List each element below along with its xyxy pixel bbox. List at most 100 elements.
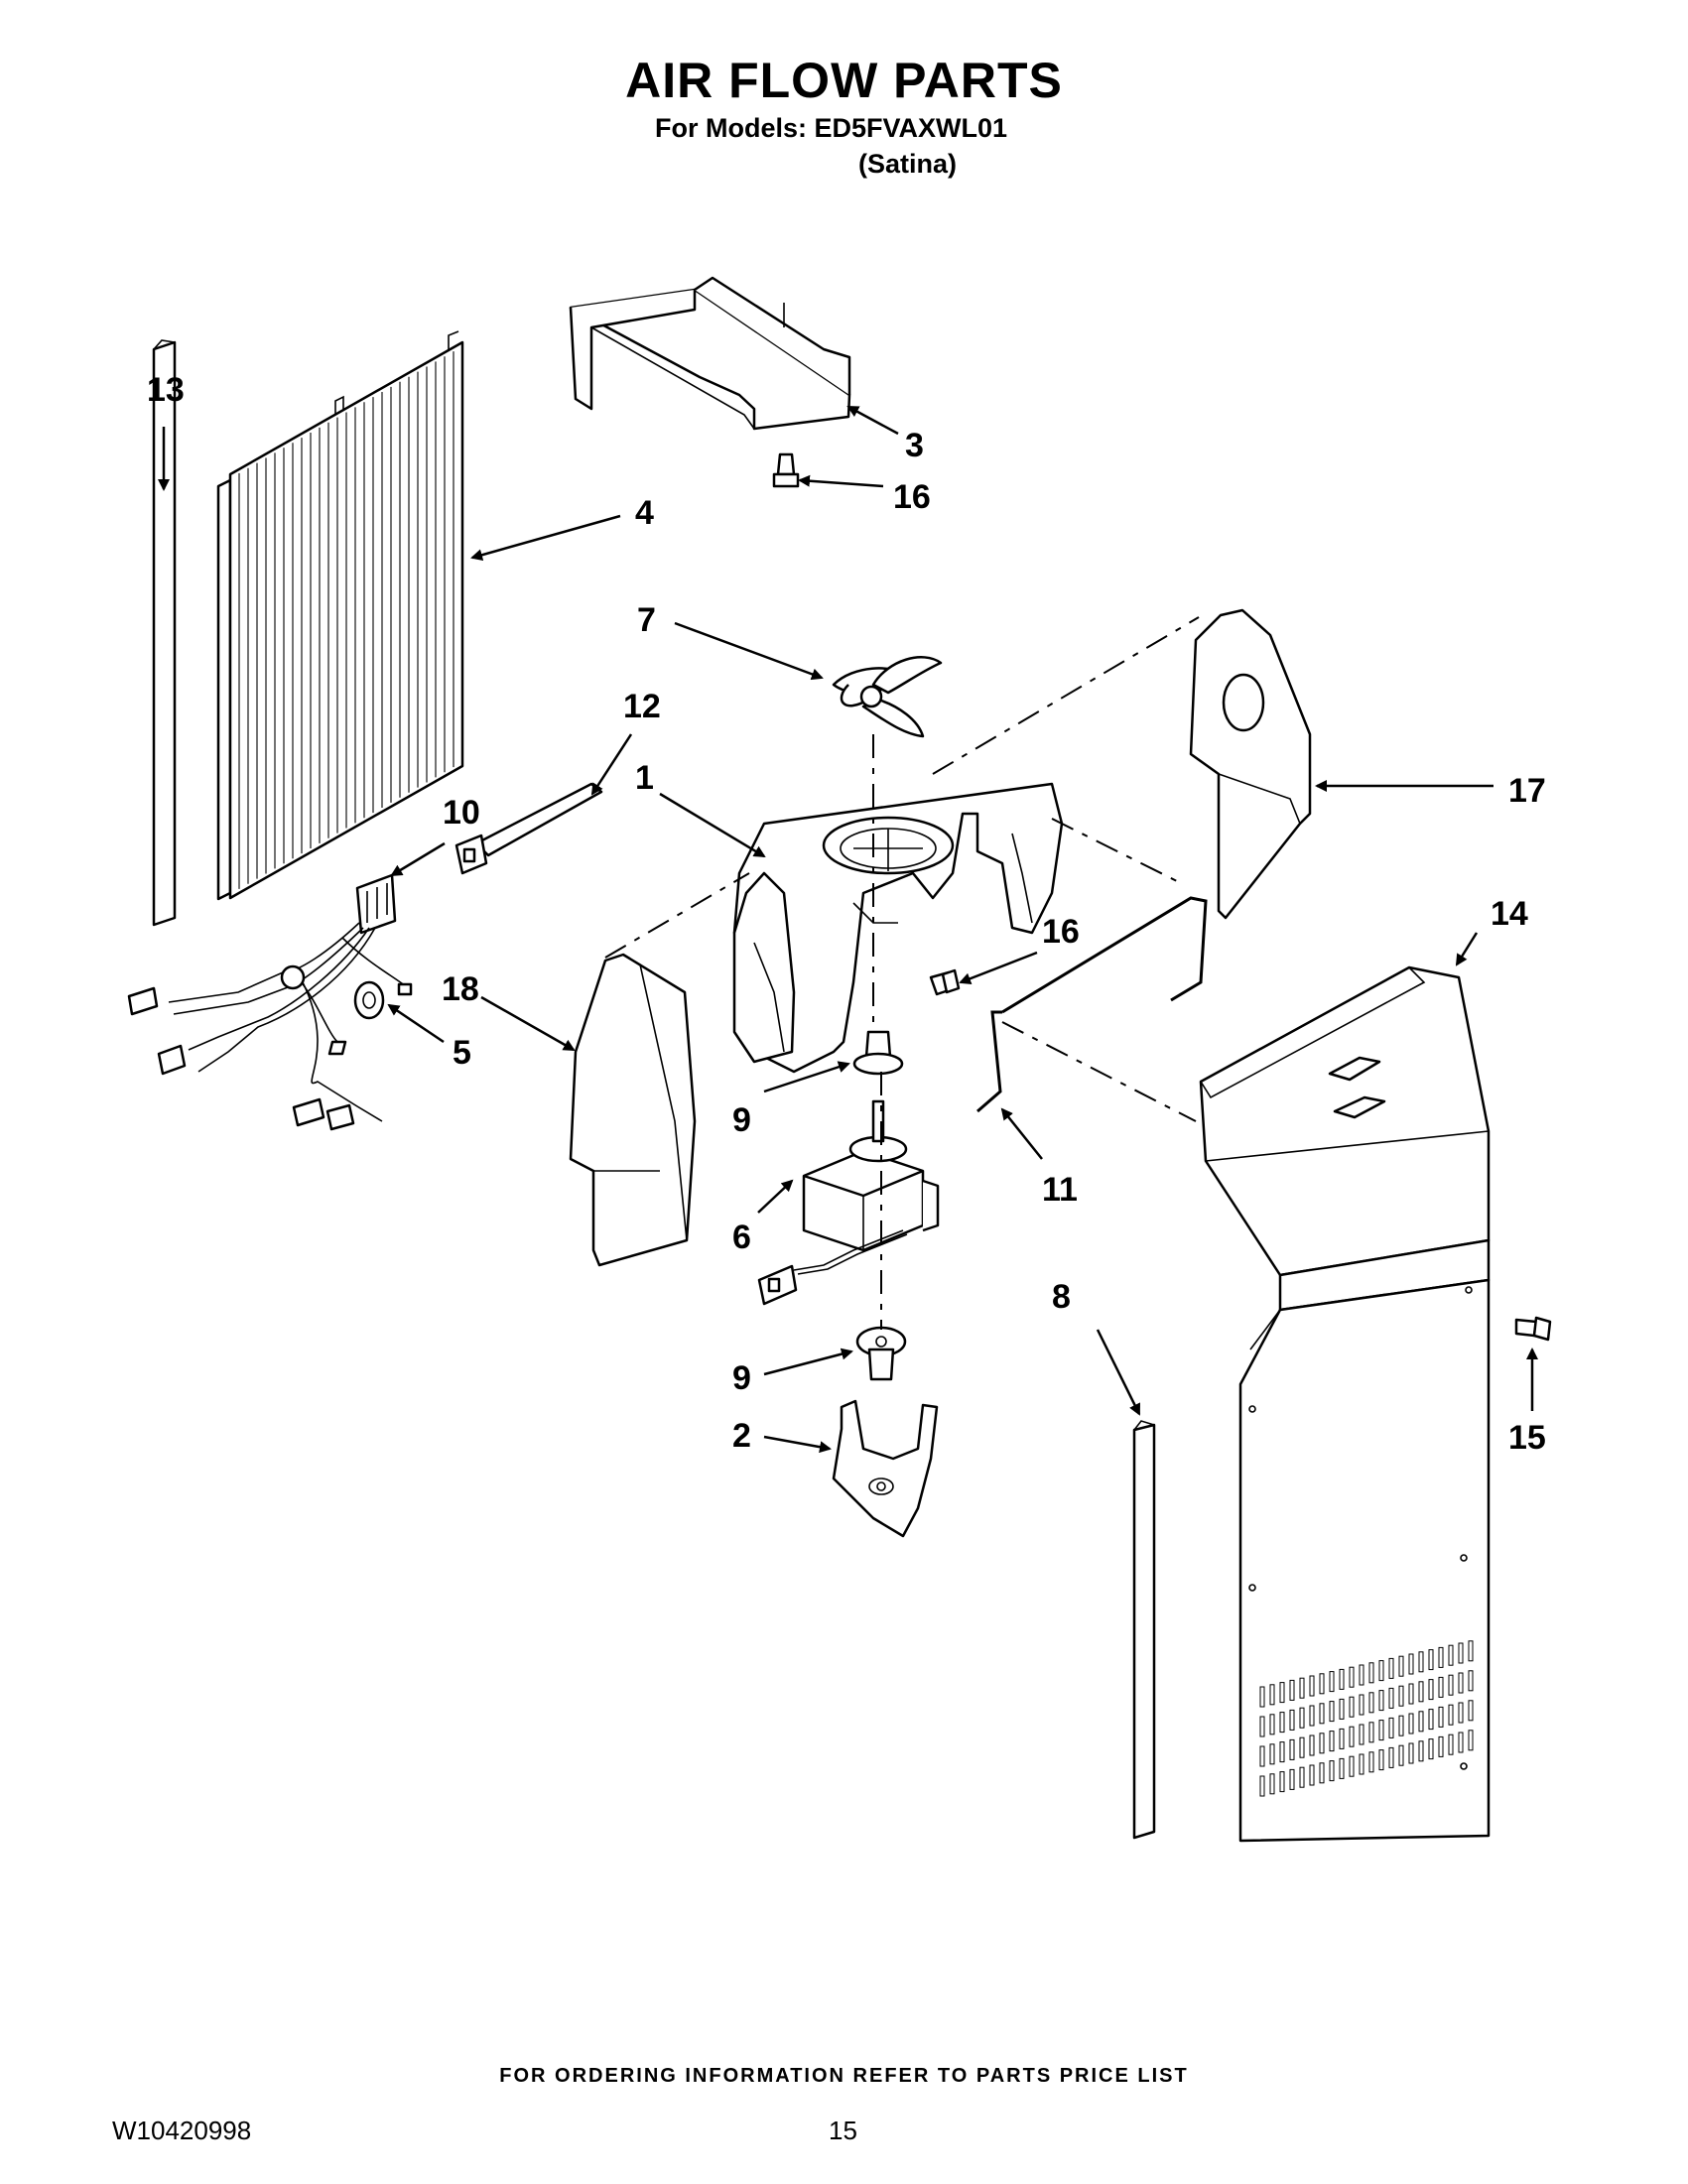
callout-17: 17	[1508, 772, 1546, 810]
vent-slot	[1299, 1766, 1305, 1788]
cover-vent-slots	[1259, 1640, 1474, 1797]
callout-7: 7	[637, 601, 656, 639]
vent-slot	[1319, 1673, 1325, 1695]
callout-18: 18	[442, 970, 479, 1008]
callout-14: 14	[1491, 895, 1528, 933]
callout-8: 8	[1052, 1278, 1071, 1316]
vent-slot	[1279, 1682, 1285, 1704]
vent-slot	[1388, 1746, 1394, 1768]
vent-slot	[1289, 1679, 1295, 1701]
vent-slot	[1368, 1722, 1374, 1743]
vent-slot	[1299, 1707, 1305, 1729]
document-number: W10420998	[112, 2116, 252, 2145]
vent-slot	[1468, 1700, 1474, 1722]
callout-13: 13	[147, 371, 185, 409]
vent-slot	[1259, 1716, 1265, 1737]
callout-16-top: 16	[893, 478, 931, 516]
part-3-top-duct	[569, 276, 851, 431]
vent-slot	[1309, 1705, 1315, 1727]
vent-slot	[1359, 1664, 1364, 1686]
vent-slot	[1368, 1692, 1374, 1714]
models-line: For Models: ED5FVAXWL01	[655, 113, 1008, 143]
vent-slot	[1378, 1749, 1384, 1771]
vent-slot	[1329, 1760, 1335, 1782]
callout-10: 10	[443, 794, 480, 832]
vent-slot	[1378, 1690, 1384, 1712]
assembly-guide-lines	[604, 616, 1200, 1330]
vent-slot	[1368, 1662, 1374, 1684]
callout-labels: 13 4 3 16 7 12 1 10 17 16 14 18 5 9 11 6…	[147, 371, 1546, 1457]
vent-slot	[1408, 1653, 1414, 1675]
part-9-motor-mount-lower	[855, 1326, 907, 1381]
vent-slot	[1299, 1677, 1305, 1699]
vent-slot	[1388, 1687, 1394, 1709]
vent-slot	[1428, 1709, 1434, 1731]
callout-11: 11	[1042, 1171, 1078, 1209]
vent-slot	[1458, 1642, 1464, 1664]
vent-slot	[1438, 1646, 1444, 1668]
vent-slot	[1349, 1755, 1355, 1777]
vent-slot	[1398, 1715, 1404, 1736]
vent-slot	[1398, 1744, 1404, 1766]
vent-slot	[1388, 1717, 1394, 1738]
vent-slot	[1418, 1711, 1424, 1733]
part-5-grommet	[353, 980, 385, 1020]
part-10-wire-harness	[127, 873, 413, 1131]
vent-slot	[1458, 1732, 1464, 1753]
vent-slot	[1279, 1771, 1285, 1793]
variant-line: (Satina)	[858, 149, 958, 179]
vent-slot	[1339, 1728, 1345, 1749]
vent-slot	[1269, 1773, 1275, 1795]
callout-12: 12	[623, 688, 661, 725]
vent-slot	[1468, 1670, 1474, 1692]
vent-slot	[1329, 1731, 1335, 1752]
vent-slot	[1438, 1676, 1444, 1698]
part-2-motor-bracket	[832, 1399, 939, 1538]
part-9-motor-mount-upper	[852, 1030, 904, 1076]
leader-arrows	[158, 405, 1538, 1454]
vent-slot	[1408, 1683, 1414, 1705]
vent-slot	[1349, 1726, 1355, 1747]
vent-slot	[1418, 1740, 1424, 1762]
vent-slot	[1279, 1741, 1285, 1763]
part-6-fan-motor	[757, 1099, 940, 1306]
vent-slot	[1279, 1712, 1285, 1734]
vent-slot	[1289, 1738, 1295, 1760]
vent-slot	[1428, 1738, 1434, 1760]
vent-slot	[1468, 1730, 1474, 1751]
vent-slot	[1398, 1655, 1404, 1677]
vent-slot	[1339, 1668, 1345, 1690]
callout-15: 15	[1508, 1419, 1546, 1457]
part-16-screw-middle	[929, 968, 961, 996]
vent-slot	[1388, 1657, 1394, 1679]
callout-2: 2	[732, 1417, 751, 1455]
vent-slot	[1468, 1640, 1474, 1662]
vent-slot	[1458, 1672, 1464, 1694]
vent-slot	[1319, 1733, 1325, 1754]
part-1-fan-shroud	[732, 782, 1064, 1074]
vent-slot	[1289, 1709, 1295, 1731]
vent-slot	[1309, 1764, 1315, 1786]
vent-slot	[1309, 1675, 1315, 1697]
callout-6: 6	[732, 1219, 751, 1256]
vent-slot	[1378, 1720, 1384, 1741]
callout-1: 1	[635, 759, 654, 797]
vent-slot	[1319, 1762, 1325, 1784]
part-7-fan-blade	[832, 656, 943, 738]
vent-slot	[1418, 1681, 1424, 1703]
vent-slot	[1309, 1734, 1315, 1756]
vent-slot	[1408, 1713, 1414, 1734]
callout-9-upper: 9	[732, 1101, 751, 1139]
part-17-side-baffle	[1189, 608, 1312, 920]
part-11-wire-bracket	[976, 896, 1208, 1113]
vent-slot	[1428, 1649, 1434, 1671]
part-8-seal-strip	[1132, 1420, 1156, 1840]
callout-3: 3	[905, 427, 924, 464]
vent-slot	[1349, 1696, 1355, 1718]
vent-slot	[1259, 1686, 1265, 1708]
vent-slot	[1418, 1651, 1424, 1673]
vent-slot	[1359, 1724, 1364, 1745]
panel-ribs	[238, 351, 454, 889]
callout-16-middle: 16	[1042, 913, 1080, 951]
callout-4: 4	[635, 494, 654, 532]
